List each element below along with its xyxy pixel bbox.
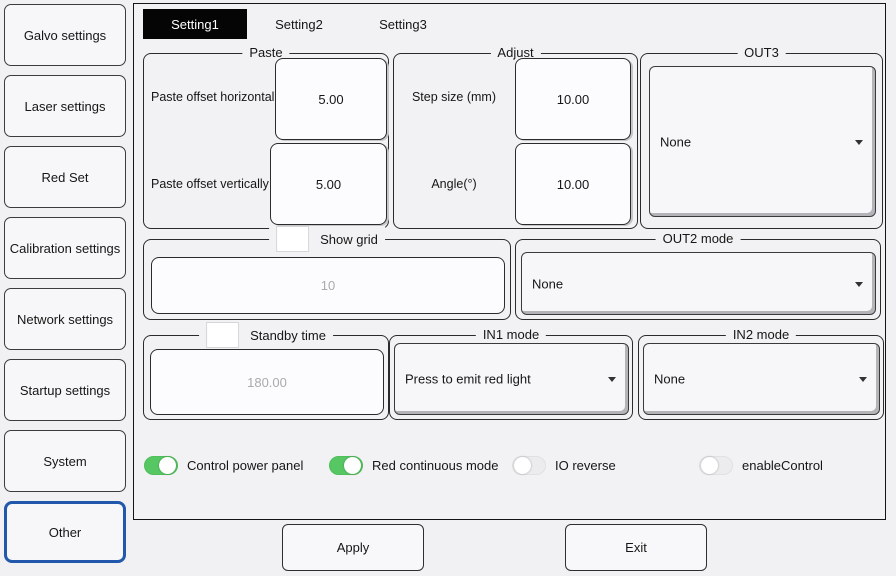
chevron-down-icon — [859, 377, 867, 382]
out2-mode-select[interactable]: None — [521, 252, 876, 315]
adjust-group-legend: Adjust — [490, 45, 541, 60]
in1-mode-legend: IN1 mode — [475, 327, 547, 342]
standby-time-checkbox[interactable] — [206, 322, 240, 348]
sidebar: Galvo settings Laser settings Red Set Ca… — [4, 4, 126, 563]
io-reverse-toggle[interactable] — [512, 456, 546, 475]
toggle-knob — [701, 457, 718, 474]
out2-mode-legend: OUT2 mode — [655, 231, 741, 246]
angle-label: Angle(°) — [431, 177, 477, 191]
paste-offset-horizontal-label: Paste offset horizontally — [151, 90, 284, 104]
in1-mode-select[interactable]: Press to emit red light — [394, 343, 629, 415]
apply-button[interactable]: Apply — [282, 524, 424, 571]
enable-control-label: enableControl — [742, 458, 823, 473]
sidebar-item-laser-settings[interactable]: Laser settings — [4, 75, 126, 137]
control-power-panel-label: Control power panel — [187, 458, 304, 473]
out2-mode-group: OUT2 mode None — [515, 231, 881, 320]
standby-time-group: Standby time — [143, 322, 389, 420]
paste-group-legend: Paste — [242, 45, 290, 60]
enable-control-row: enableControl — [699, 456, 823, 475]
step-size-label: Step size (mm) — [411, 90, 497, 104]
show-grid-label: Show grid — [320, 231, 378, 247]
in1-selected-value: Press to emit red light — [405, 371, 531, 387]
sidebar-item-calibration-settings[interactable]: Calibration settings — [4, 217, 126, 279]
sidebar-item-galvo-settings[interactable]: Galvo settings — [4, 4, 126, 66]
grid-size-input[interactable] — [151, 257, 505, 314]
toggle-knob — [514, 457, 531, 474]
sidebar-item-red-set[interactable]: Red Set — [4, 146, 126, 208]
control-power-panel-row: Control power panel — [144, 456, 303, 475]
chevron-down-icon — [855, 281, 863, 287]
toggle-knob — [344, 457, 361, 474]
chevron-down-icon — [855, 139, 863, 145]
in2-mode-group: IN2 mode None — [638, 327, 884, 420]
standby-time-input[interactable] — [150, 349, 384, 415]
io-reverse-label: IO reverse — [555, 458, 616, 473]
show-grid-group: Show grid — [143, 226, 511, 320]
sidebar-item-other[interactable]: Other — [4, 501, 126, 563]
adjust-group: Adjust Step size (mm) Angle(°) — [393, 45, 638, 229]
tab-setting1[interactable]: Setting1 — [143, 9, 247, 39]
out3-select[interactable]: None — [649, 66, 876, 217]
in2-mode-select[interactable]: None — [643, 343, 880, 415]
sidebar-item-startup-settings[interactable]: Startup settings — [4, 359, 126, 421]
out3-group-legend: OUT3 — [737, 45, 786, 60]
show-grid-legend: Show grid — [269, 226, 385, 252]
exit-button[interactable]: Exit — [565, 524, 707, 571]
out3-selected-value: None — [660, 134, 692, 149]
red-continuous-mode-label: Red continuous mode — [372, 458, 499, 473]
settings-panel: Setting1 Setting2 Setting3 Paste Paste o… — [133, 3, 886, 520]
red-continuous-mode-row: Red continuous mode — [329, 456, 498, 475]
step-size-input[interactable] — [515, 58, 631, 140]
tab-setting2[interactable]: Setting2 — [275, 16, 323, 32]
in2-mode-legend: IN2 mode — [725, 327, 797, 342]
paste-offset-vertical-label: Paste offset vertically — [151, 177, 269, 191]
angle-input[interactable] — [515, 143, 631, 225]
enable-control-toggle[interactable] — [699, 456, 733, 475]
paste-group: Paste Paste offset horizontally Paste of… — [143, 45, 389, 229]
red-continuous-mode-toggle[interactable] — [329, 456, 363, 475]
out2-selected-value: None — [532, 276, 564, 291]
sidebar-item-system[interactable]: System — [4, 430, 126, 492]
out3-group: OUT3 None — [640, 45, 883, 229]
standby-time-legend: Standby time — [199, 322, 333, 348]
show-grid-checkbox[interactable] — [276, 226, 310, 252]
standby-time-label: Standby time — [250, 327, 326, 343]
paste-offset-vertical-input[interactable] — [270, 143, 387, 225]
in1-mode-group: IN1 mode Press to emit red light — [389, 327, 633, 420]
io-reverse-row: IO reverse — [512, 456, 616, 475]
tab-setting3[interactable]: Setting3 — [379, 16, 427, 32]
toggle-knob — [159, 457, 176, 474]
paste-offset-horizontal-input[interactable] — [275, 58, 387, 140]
chevron-down-icon — [608, 377, 616, 382]
in2-selected-value: None — [654, 371, 686, 387]
control-power-panel-toggle[interactable] — [144, 456, 178, 475]
sidebar-item-network-settings[interactable]: Network settings — [4, 288, 126, 350]
